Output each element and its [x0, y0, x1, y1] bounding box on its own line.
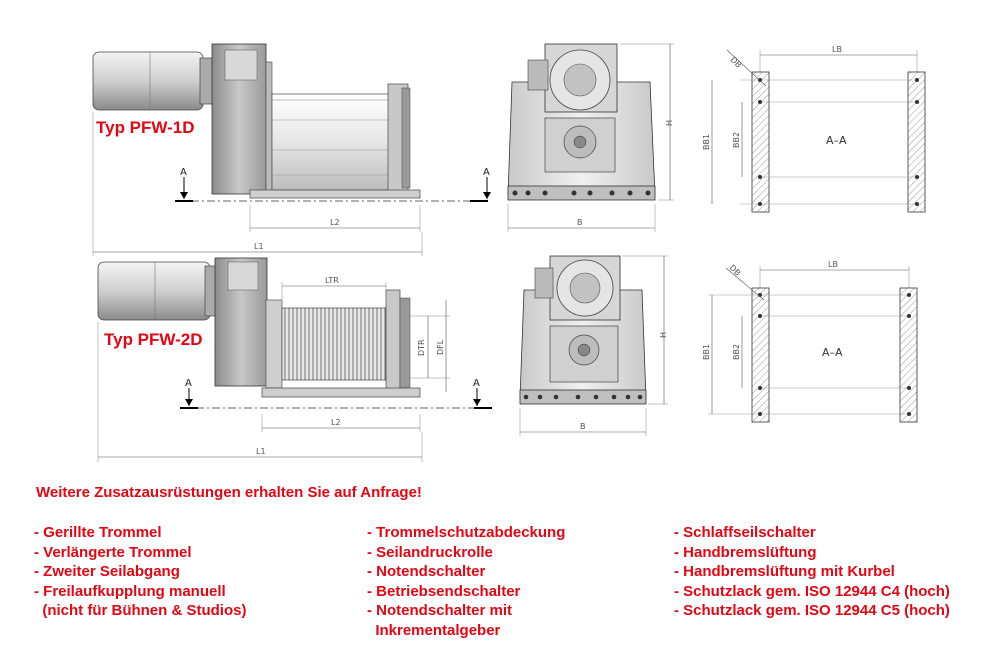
dim-h-1d: H: [665, 120, 674, 126]
dim-l2-2d: L2: [331, 418, 341, 427]
front-base: [507, 185, 656, 201]
accessory-item: Inkrementalgeber: [367, 621, 501, 639]
accessory-item: - Handbremslüftung: [674, 543, 817, 561]
dim-lb-1d: LB: [832, 45, 842, 54]
drum: [271, 93, 391, 191]
technical-drawing: Typ PFW-1D Typ PFW-2D A A A A L2 L1 B H …: [92, 43, 926, 462]
section-view-label-2d: A–A: [822, 346, 843, 359]
accessory-item: - Trommelschutzabdeckung: [367, 524, 566, 541]
accessory-item: - Schutzlack gem. ISO 12944 C4 (hoch): [674, 582, 950, 600]
accessory-item: - Schlaffseilschalter: [674, 524, 816, 541]
dim-l1-1d: L1: [254, 242, 264, 251]
base-plate-2d: [261, 387, 421, 398]
accessory-item: - Verlängerte Trommel: [34, 543, 192, 561]
accessory-item: - Betriebsendschalter: [367, 582, 521, 600]
pfw2d-front-view: [519, 255, 668, 436]
dim-bb1-1d: BB1: [702, 134, 711, 150]
accessories-column-2: - Trommelschutzabdeckung - Seilandruckro…: [367, 523, 565, 640]
accessory-item: (nicht für Bühnen & Studios): [34, 602, 247, 619]
accessories-headline: Weitere Zusatzausrüstungen erhalten Sie …: [36, 484, 422, 501]
motor: [92, 51, 204, 111]
dim-b-1d: B: [577, 218, 583, 227]
pfw2d-side-view: [97, 257, 492, 462]
accessory-item: - Freilaufkupplung manuell: [34, 582, 226, 600]
accessories-column-1: - Gerillte Trommel - Verlängerte Trommel…: [34, 523, 246, 621]
section-marker-right-2d: A: [473, 378, 480, 389]
accessory-item: - Seilandruckrolle: [367, 543, 493, 561]
accessory-item: - Handbremslüftung mit Kurbel: [674, 563, 895, 580]
accessory-item: - Zweiter Seilabgang: [34, 563, 180, 580]
grooved-drum: [281, 307, 387, 381]
dim-db-2d: DB: [728, 263, 743, 278]
motor-2d: [97, 261, 211, 321]
dim-bb2-2d: BB2: [732, 344, 741, 360]
dim-db-1d: DB: [729, 55, 744, 70]
section-marker-right-1d: A: [483, 167, 490, 178]
pfw2d-type-label: Typ PFW-2D: [104, 330, 203, 349]
section-marker-left-1d: A: [180, 167, 187, 178]
dim-bb1-2d: BB1: [702, 344, 711, 360]
dim-l2-1d: L2: [330, 218, 340, 227]
dim-dtr: DTR: [417, 339, 426, 356]
dim-bb2-1d: BB2: [732, 132, 741, 148]
pfw1d-side-view: [92, 43, 491, 256]
base-plate: [249, 189, 421, 199]
section-view-label-1d: A–A: [826, 134, 847, 147]
accessory-item: - Schutzlack gem. ISO 12944 C5 (hoch): [674, 602, 950, 619]
dim-dfl: DFL: [436, 339, 445, 355]
accessory-item: - Notendschalter: [367, 563, 486, 580]
accessory-item: - Gerillte Trommel: [34, 524, 162, 541]
dim-lb-2d: LB: [828, 260, 838, 269]
accessory-item: - Notendschalter mit: [367, 602, 513, 619]
section-marker-left-2d: A: [185, 378, 192, 389]
pfw1d-front-view: [507, 43, 674, 232]
pfw1d-type-label: Typ PFW-1D: [96, 118, 195, 137]
dim-b-2d: B: [580, 422, 586, 431]
dim-h-2d: H: [659, 332, 668, 338]
dim-l1-2d: L1: [256, 447, 266, 456]
accessories-column-3: - Schlaffseilschalter - Handbremslüftung…: [674, 523, 950, 621]
dim-ltr: LTR: [325, 276, 339, 285]
pfw2d-section-aa: [708, 266, 918, 423]
pfw1d-section-aa: [711, 49, 926, 213]
